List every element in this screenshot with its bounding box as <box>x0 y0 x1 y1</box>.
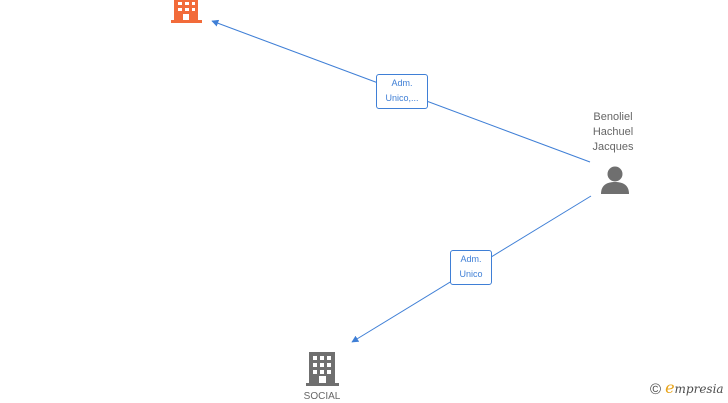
person-icon[interactable] <box>601 166 629 195</box>
brand-initial: e <box>665 378 675 397</box>
company-name-label[interactable]: SOCIAL <box>282 391 362 403</box>
copyright-symbol: © <box>650 381 662 398</box>
empresia-watermark: ©empresia <box>650 378 724 398</box>
edge-label-line: Adm. <box>460 254 482 264</box>
person-name-line: Benoliel <box>593 111 633 123</box>
edge-label-bottom[interactable]: Adm. Unico <box>450 250 492 285</box>
building-icon[interactable] <box>306 352 339 386</box>
person-name-line: Hachuel <box>592 126 634 138</box>
edge-label-line: Adm. <box>391 78 413 88</box>
company-name-text: SOCIAL <box>303 391 341 402</box>
brand-name: mpresia <box>674 382 724 396</box>
edge-label-line: Unico <box>459 269 483 279</box>
edge-label-top[interactable]: Adm. Unico,... <box>376 74 428 109</box>
person-name-label[interactable]: Benoliel Hachuel Jacques <box>573 110 653 155</box>
building-icon[interactable] <box>171 0 202 23</box>
edge-label-line: Unico,... <box>385 93 419 103</box>
person-name-line: Jacques <box>592 141 634 153</box>
